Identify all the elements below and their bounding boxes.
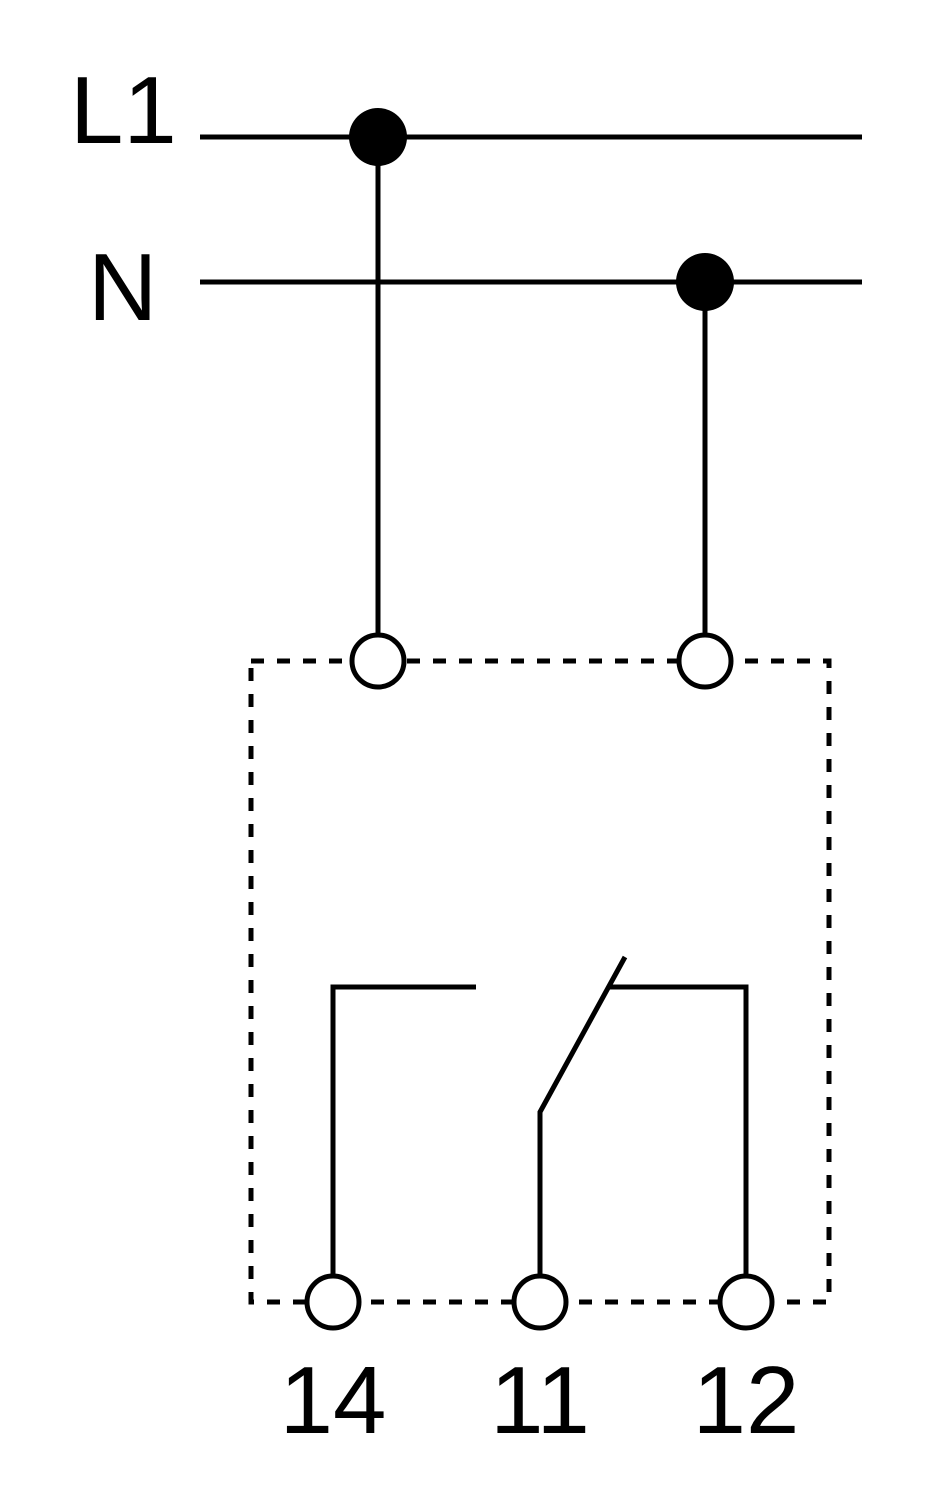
supply-terminal-n — [676, 632, 734, 690]
terminal-14-label: 14 — [280, 1347, 387, 1454]
contact-12-wire — [610, 984, 749, 1276]
neutral-label-n: N — [88, 234, 157, 341]
terminal-14 — [304, 1273, 362, 1331]
contact-11-switch-blade — [537, 955, 628, 1276]
terminal-12-label: 12 — [693, 1347, 800, 1454]
terminal-11-label: 11 — [490, 1347, 590, 1454]
terminal-12 — [717, 1273, 775, 1331]
contact-14-wire — [330, 984, 476, 1276]
supply-terminal-l1 — [349, 632, 407, 690]
terminal-11 — [511, 1273, 569, 1331]
line-label-l1: L1 — [70, 57, 177, 164]
